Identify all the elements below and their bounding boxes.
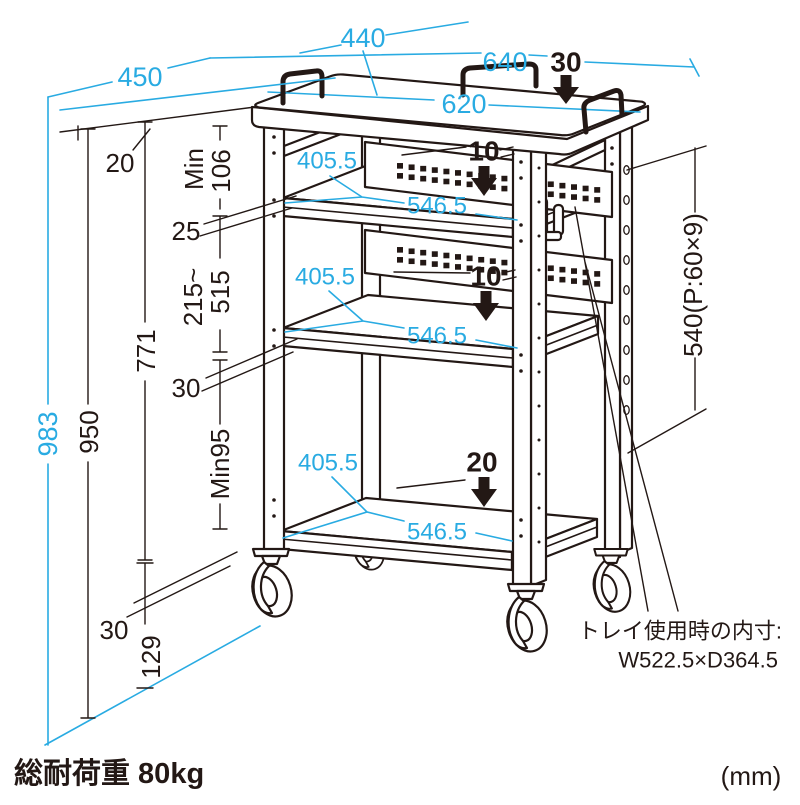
dim-handle-clearance: 30 bbox=[550, 47, 581, 78]
load-capacity-note: 総耐荷重 80kg bbox=[14, 757, 204, 790]
dim-top-width: 620 bbox=[441, 89, 486, 119]
handle-back bbox=[460, 61, 539, 98]
body-height-line bbox=[80, 128, 96, 719]
down-arrow-icon bbox=[471, 166, 497, 196]
dim-inner-height: 771 bbox=[131, 329, 161, 372]
top-depth-line bbox=[299, 21, 469, 54]
caster-rear-right bbox=[586, 547, 637, 618]
dim-shelf-range-to: 515 bbox=[205, 270, 235, 313]
top-clearance-line bbox=[212, 125, 228, 210]
dim-shelf2-depth: 405.5 bbox=[295, 264, 355, 291]
shelf-range-line bbox=[212, 215, 228, 353]
dim-shelf-range-from: 215~ bbox=[178, 268, 208, 327]
handle-left bbox=[280, 68, 325, 106]
unit-label: (mm) bbox=[721, 761, 782, 791]
caster-front-right bbox=[500, 582, 554, 658]
dim-top-depth: 440 bbox=[340, 23, 385, 53]
caster-front-left bbox=[245, 547, 299, 623]
down-arrow-icon bbox=[471, 477, 497, 507]
dim-overall-height: 983 bbox=[33, 411, 63, 456]
caster-gap-leaders bbox=[126, 551, 238, 618]
floor-line bbox=[44, 625, 261, 746]
down-arrow-icon bbox=[473, 291, 499, 321]
shelf3-inner-lines bbox=[282, 476, 513, 542]
dim-slot-mid: 10 bbox=[470, 261, 501, 292]
dim-overall-width: 640 bbox=[482, 47, 527, 77]
dim-slot-bottom: 20 bbox=[466, 447, 497, 478]
extension-line bbox=[59, 77, 336, 111]
front-right-post bbox=[511, 138, 548, 588]
cyan-dimensions: 450 440 640 620 983 405.5 546.5 405.5 54… bbox=[33, 21, 700, 746]
down-arrow-icon bbox=[553, 75, 579, 104]
dim-top-thickness: 20 bbox=[106, 148, 135, 178]
rear-right-post bbox=[603, 109, 634, 559]
shelf2-inner-lines bbox=[284, 290, 518, 349]
caster-height-line bbox=[136, 562, 154, 689]
slot-mid-leaders bbox=[393, 269, 517, 281]
dim-shelf3-depth: 405.5 bbox=[298, 450, 358, 477]
dim-shelf-thickness: 25 bbox=[172, 216, 201, 246]
handle-right bbox=[581, 88, 625, 135]
overall-depth-line bbox=[47, 57, 211, 98]
black-dimensions: 20 Min 106 25 215~ 515 771 30 950 Min95 … bbox=[59, 47, 708, 719]
shelf1-inner-lines bbox=[284, 175, 518, 221]
dim-shelf1-depth: 405.5 bbox=[297, 148, 357, 175]
dim-shelf1-width: 546.5 bbox=[407, 193, 467, 220]
dim-mid-shelf-thickness: 30 bbox=[172, 373, 201, 403]
tray-note-leaders bbox=[574, 206, 679, 612]
top-width-dimension-line bbox=[267, 50, 641, 113]
dim-hole-pitch: 540(P:60×9) bbox=[678, 213, 708, 357]
dim-body-height: 950 bbox=[74, 410, 104, 453]
top-extension-line bbox=[59, 106, 256, 141]
dim-overall-depth: 450 bbox=[117, 62, 162, 92]
dim-shelf2-width: 546.5 bbox=[407, 323, 467, 350]
tray-note-line2: W522.5×D364.5 bbox=[618, 648, 778, 673]
dim-top-min-value: 106 bbox=[206, 149, 236, 192]
top-plate bbox=[250, 73, 650, 156]
front-left-post bbox=[262, 117, 286, 555]
bottom-clearance-line bbox=[212, 359, 228, 530]
overall-width-line bbox=[209, 52, 700, 77]
dim-caster-gap: 30 bbox=[100, 615, 129, 645]
cart-illustration bbox=[245, 50, 650, 658]
mid-shelf-leaders bbox=[201, 338, 298, 392]
dim-shelf3-width: 546.5 bbox=[407, 519, 467, 546]
dim-caster-height: 129 bbox=[136, 635, 166, 678]
slot-bottom-leader bbox=[396, 479, 466, 489]
dim-slot-upper: 10 bbox=[468, 136, 499, 167]
top-thickness-leader bbox=[132, 128, 151, 151]
dim-top-min-label: Min bbox=[179, 148, 209, 190]
slot-upper-leaders bbox=[401, 146, 515, 158]
hole-pitch-line bbox=[626, 145, 707, 454]
inner-height-line bbox=[137, 121, 153, 561]
tray-note-line1: トレイ使用時の内寸: bbox=[578, 619, 782, 644]
dim-bottom-min: Min95 bbox=[205, 429, 235, 500]
